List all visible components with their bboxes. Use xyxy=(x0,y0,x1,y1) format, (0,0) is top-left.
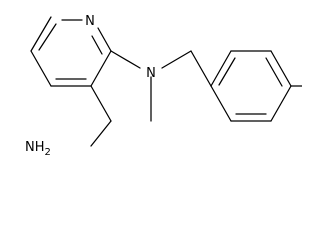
bond-n-ch2 xyxy=(161,50,192,69)
benzene-ring xyxy=(210,50,292,122)
bond-b3-b4-inner xyxy=(265,57,283,87)
molecule-drawing: N N NH2 xyxy=(25,14,302,155)
bond-b3-b4 xyxy=(270,50,292,87)
amine-nitrogen-label: N xyxy=(146,66,156,81)
bond-c3-ch2 xyxy=(90,85,112,122)
bond-c5-c6-inner xyxy=(38,23,57,51)
bond-n1-c2-inner xyxy=(91,35,103,55)
aminomethyl-group xyxy=(90,85,112,147)
bond-c5-c6 xyxy=(30,16,52,52)
bond-ch2-nh2 xyxy=(90,120,112,147)
pyridine-ring xyxy=(30,16,112,87)
ring-nitrogen-label: N xyxy=(85,14,95,29)
bond-b6-b1 xyxy=(210,85,232,122)
bond-b1-b2-inner xyxy=(218,57,236,86)
nh-text: NH xyxy=(25,140,45,155)
bond-b4-b5 xyxy=(270,85,292,122)
bond-ch2-aryl xyxy=(190,50,212,87)
bond-c4-c5 xyxy=(30,50,52,87)
tertiary-amine xyxy=(110,50,212,122)
bond-b1-b2 xyxy=(210,50,232,87)
nh2-subscript: 2 xyxy=(45,147,51,155)
structure-canvas: N N NH2 xyxy=(25,14,302,155)
aminomethyl-nh-label: NH2 xyxy=(25,140,51,155)
bond-c2-n xyxy=(110,50,141,69)
bond-n1-c2 xyxy=(97,27,112,52)
bond-c2-c3 xyxy=(90,50,112,87)
